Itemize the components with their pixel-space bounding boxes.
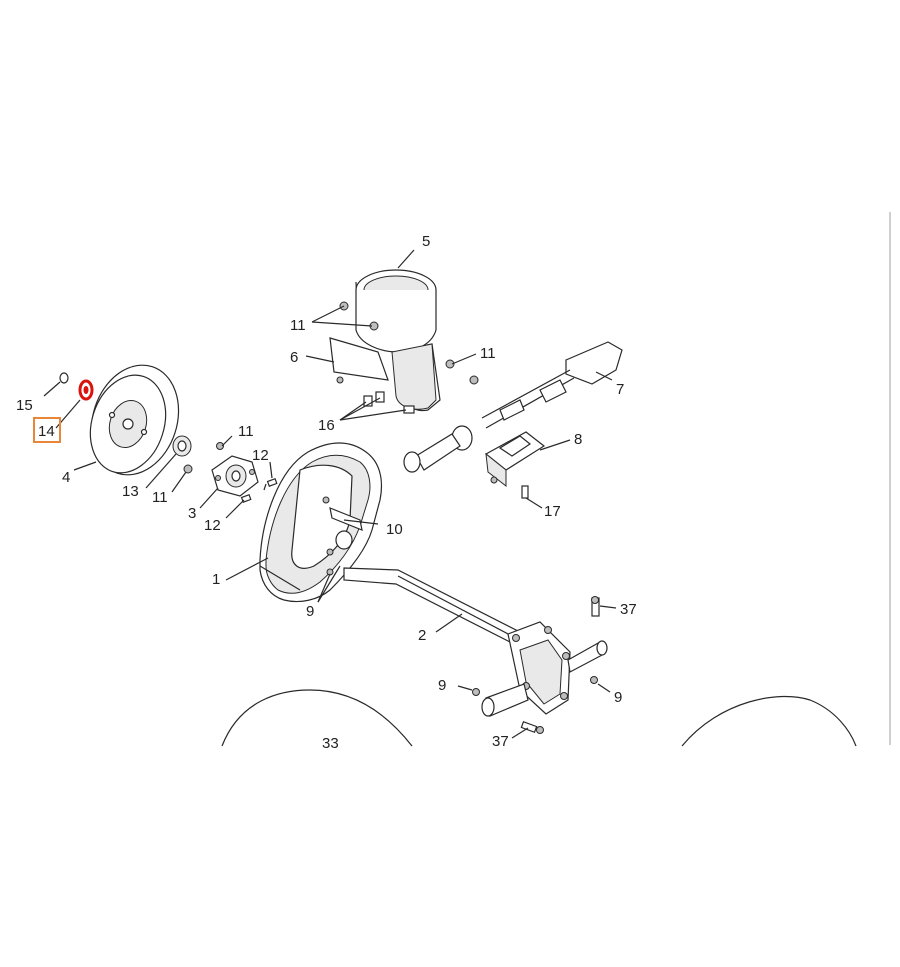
callout-37-top: 37 bbox=[620, 601, 637, 618]
bolts-part-9 bbox=[472, 676, 598, 696]
callout-6: 6 bbox=[290, 349, 298, 366]
callout-10: 10 bbox=[386, 521, 403, 538]
callout-11-hub-top: 11 bbox=[238, 423, 254, 440]
callout-11-hub-bottom: 11 bbox=[152, 489, 168, 506]
bearing-part-14 bbox=[78, 379, 94, 401]
bracket-part-8 bbox=[484, 431, 546, 488]
auger-housing-part-1 bbox=[259, 442, 383, 603]
hub-part-13 bbox=[172, 435, 192, 457]
callout-2: 2 bbox=[418, 627, 426, 644]
callout-14: 14 bbox=[38, 423, 55, 440]
callout-9-gearbox-right: 9 bbox=[614, 689, 622, 706]
highlight-box-14 bbox=[33, 417, 61, 443]
crank-rod-part-7 bbox=[403, 341, 623, 473]
callout-9-gearbox-left: 9 bbox=[438, 677, 446, 694]
pulley-part-4 bbox=[89, 364, 180, 476]
callout-16: 16 bbox=[318, 417, 335, 434]
hood-outline-right bbox=[681, 695, 857, 747]
chute-part-5 bbox=[339, 269, 441, 412]
auger-shaft-part-2 bbox=[343, 567, 522, 643]
flange-part-3 bbox=[211, 455, 259, 497]
washer-part-15 bbox=[59, 372, 69, 384]
leader-lines bbox=[43, 249, 617, 739]
bolts-part-37 bbox=[520, 596, 600, 734]
gearbox bbox=[481, 621, 608, 717]
callout-11-chute-right: 11 bbox=[480, 345, 496, 362]
callout-12-top: 12 bbox=[252, 447, 269, 464]
bolt-part-11-mid bbox=[216, 442, 224, 450]
chute-plate-part-6 bbox=[329, 337, 389, 384]
callout-9-housing: 9 bbox=[306, 603, 314, 620]
screw-part-17 bbox=[521, 485, 529, 499]
callout-5: 5 bbox=[422, 233, 430, 250]
callout-37-bottom: 37 bbox=[492, 733, 509, 750]
callout-33: 33 bbox=[322, 735, 339, 752]
callout-8: 8 bbox=[574, 431, 582, 448]
nut-part-11-right bbox=[445, 359, 479, 385]
hood-outline-left bbox=[221, 689, 413, 747]
callout-17: 17 bbox=[544, 503, 561, 520]
callout-4: 4 bbox=[62, 469, 70, 486]
callout-1: 1 bbox=[212, 571, 220, 588]
callout-3: 3 bbox=[188, 505, 196, 522]
callout-labels: 5 11 6 11 7 16 8 15 14 11 12 4 13 11 3 1… bbox=[16, 233, 637, 752]
callout-11-chute-top: 11 bbox=[290, 317, 306, 334]
bolts-part-16 bbox=[363, 391, 415, 414]
callout-7: 7 bbox=[616, 381, 624, 398]
callout-12-bottom: 12 bbox=[204, 517, 221, 534]
nut-part-11-lower bbox=[183, 464, 193, 474]
callout-13: 13 bbox=[122, 483, 139, 500]
callout-15: 15 bbox=[16, 397, 33, 414]
